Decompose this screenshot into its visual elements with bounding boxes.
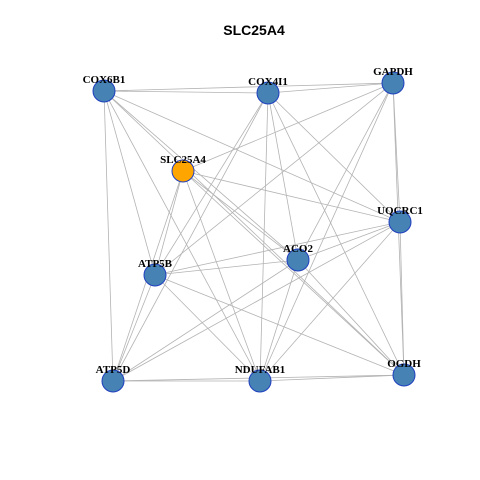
edge-cox4i1-ndufab1 <box>259 92 269 382</box>
edge-cox4i1-uqcrc1 <box>267 92 401 223</box>
edge-slc25a4-aco2 <box>182 170 299 261</box>
node-label-slc25a4: SLC25A4 <box>160 154 206 166</box>
node-label-atp5d: ATP5D <box>96 364 131 376</box>
edge-uqcrc1-aco2 <box>297 221 401 261</box>
edge-gapdh-slc25a4 <box>182 82 394 172</box>
edge-cox6b1-cox4i1 <box>103 90 269 94</box>
node-label-ndufab1: NDUFAB1 <box>235 364 286 376</box>
node-cox4i1 <box>256 81 280 105</box>
node-gapdh <box>381 71 405 95</box>
edge-uqcrc1-ogdh <box>399 221 405 376</box>
edge-cox4i1-ogdh <box>267 92 405 376</box>
edge-layer <box>103 82 405 382</box>
node-label-aco2: ACO2 <box>283 243 313 255</box>
edge-gapdh-aco2 <box>297 82 394 261</box>
edge-cox6b1-ogdh <box>103 90 405 376</box>
edge-uqcrc1-ndufab1 <box>259 221 401 382</box>
node-label-cox6b1: COX6B1 <box>83 74 126 86</box>
node-label-ogdh: OGDH <box>387 358 421 370</box>
edge-gapdh-ndufab1 <box>259 82 394 382</box>
edge-atp5b-ndufab1 <box>154 274 261 382</box>
edge-slc25a4-uqcrc1 <box>182 170 401 223</box>
node-ndufab1 <box>248 369 272 393</box>
edge-cox4i1-atp5d <box>112 92 269 382</box>
edge-slc25a4-atp5b <box>154 170 184 276</box>
edge-ndufab1-ogdh <box>259 374 405 382</box>
node-cox6b1 <box>92 79 116 103</box>
edge-aco2-atp5b <box>154 259 299 276</box>
node-ogdh <box>392 363 416 387</box>
node-slc25a4 <box>171 159 195 183</box>
edge-slc25a4-ndufab1 <box>182 170 261 382</box>
edge-aco2-ndufab1 <box>259 259 299 382</box>
node-label-uqcrc1: UQCRC1 <box>377 205 423 217</box>
edge-cox6b1-ndufab1 <box>103 90 261 382</box>
edge-cox4i1-gapdh <box>267 82 394 94</box>
edge-aco2-ogdh <box>297 259 405 376</box>
node-aco2 <box>286 248 310 272</box>
node-atp5d <box>101 369 125 393</box>
diagram-title: SLC25A4 <box>223 22 285 38</box>
edge-aco2-atp5d <box>112 259 299 382</box>
edge-cox6b1-uqcrc1 <box>103 90 401 223</box>
edge-cox4i1-atp5b <box>154 92 269 276</box>
node-label-cox4i1: COX4I1 <box>248 76 288 88</box>
edge-atp5b-ogdh <box>154 274 405 376</box>
edge-atp5b-atp5d <box>112 274 156 382</box>
edge-cox4i1-aco2 <box>267 92 299 261</box>
edge-gapdh-atp5b <box>154 82 394 276</box>
edge-uqcrc1-atp5b <box>154 221 401 276</box>
edge-uqcrc1-atp5d <box>112 221 401 382</box>
edge-cox6b1-atp5b <box>103 90 156 276</box>
node-label-atp5b: ATP5B <box>138 258 173 270</box>
node-atp5b <box>143 263 167 287</box>
node-layer <box>92 71 416 393</box>
node-label-gapdh: GAPDH <box>373 66 413 78</box>
edge-cox6b1-gapdh <box>103 82 394 92</box>
edge-cox6b1-atp5d <box>103 90 114 382</box>
node-uqcrc1 <box>388 210 412 234</box>
